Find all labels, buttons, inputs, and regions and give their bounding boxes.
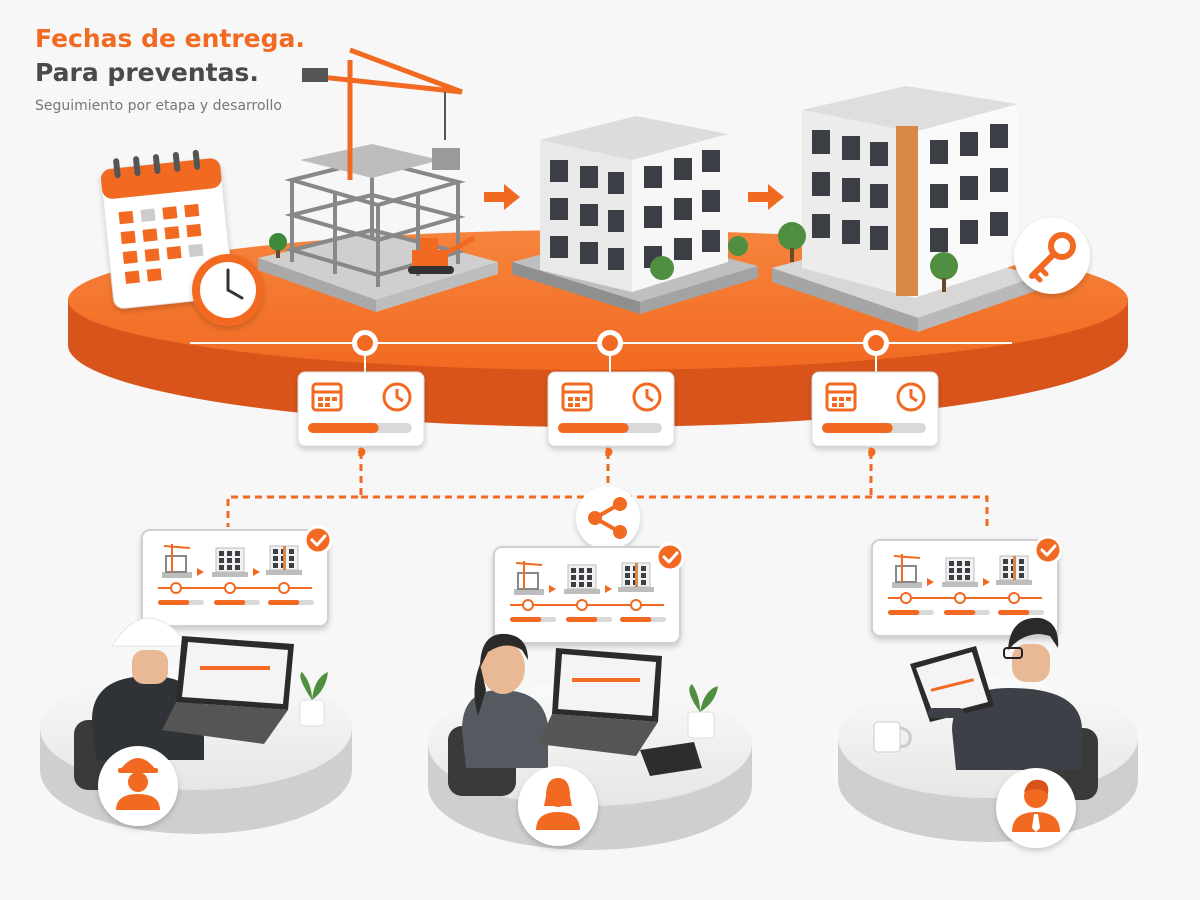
mini-delivered: [996, 555, 1032, 585]
timeline-node: [224, 582, 236, 594]
share-icon: [576, 486, 640, 550]
arrow-icon: [983, 578, 990, 586]
tracking-panel: [871, 535, 1063, 637]
timeline-node: [1008, 592, 1020, 604]
progress-fill: [214, 600, 246, 605]
progress-fill: [158, 600, 190, 605]
mini-construction: [514, 561, 544, 595]
timeline-node: [597, 330, 623, 356]
progress-fill: [888, 610, 920, 615]
woman-avatar-icon: [518, 766, 598, 846]
executive-workstation: [838, 617, 1138, 848]
stage-card: [811, 371, 939, 447]
timeline-node: [630, 599, 642, 611]
progress-fill: [558, 423, 629, 433]
mini-finished: [564, 564, 600, 594]
timeline-node: [900, 592, 912, 604]
progress-fill: [620, 617, 652, 622]
clock-icon: [192, 254, 264, 326]
timeline-node: [352, 330, 378, 356]
progress-fill: [822, 423, 893, 433]
check-icon: [655, 542, 685, 572]
connector-lines: [226, 447, 989, 531]
arrow-icon: [253, 568, 260, 576]
mini-finished: [212, 547, 248, 577]
progress-fill: [998, 610, 1030, 615]
progress-fill: [510, 617, 542, 622]
engineer-avatar-icon: [98, 746, 178, 826]
mini-finished: [942, 557, 978, 587]
progress-fill: [308, 423, 379, 433]
tracking-panel: [493, 542, 685, 644]
clock-icon: [632, 382, 662, 412]
arrow-icon: [484, 184, 520, 210]
timeline-node: [576, 599, 588, 611]
stage-card: [297, 371, 425, 447]
mini-construction: [162, 544, 192, 578]
calendar-icon: [825, 382, 857, 412]
arrow-icon: [927, 578, 934, 586]
progress-fill: [944, 610, 976, 615]
timeline-node: [278, 582, 290, 594]
mini-delivered: [266, 545, 302, 575]
tracking-panel: [141, 525, 333, 627]
title-line-2: Para preventas.: [35, 58, 259, 87]
calendar-icon: [561, 382, 593, 412]
engineer-workstation: [40, 617, 352, 834]
clock-icon: [896, 382, 926, 412]
arrow-icon: [605, 585, 612, 593]
arrow-icon: [197, 568, 204, 576]
timeline-node: [170, 582, 182, 594]
progress-fill: [268, 600, 300, 605]
arrow-icon: [748, 184, 784, 210]
mini-construction: [892, 554, 922, 588]
timeline-node: [863, 330, 889, 356]
saleswoman-workstation: [428, 633, 752, 850]
executive-avatar-icon: [996, 768, 1076, 848]
finished-building: [512, 116, 758, 314]
stage-card: [547, 371, 675, 447]
calendar-icon: [311, 382, 343, 412]
timeline-node: [522, 599, 534, 611]
check-icon: [303, 525, 333, 555]
clock-icon: [382, 382, 412, 412]
subtitle: Seguimiento por etapa y desarrollo: [35, 98, 282, 114]
mini-delivered: [618, 562, 654, 592]
check-icon: [1033, 535, 1063, 565]
key-icon: [1014, 218, 1090, 294]
timeline: [190, 330, 1012, 372]
progress-fill: [566, 617, 598, 622]
construction-building: [258, 47, 498, 312]
delivered-building: [772, 86, 1038, 332]
title-line-1: Fechas de entrega.: [35, 24, 305, 53]
timeline-node: [954, 592, 966, 604]
arrow-icon: [549, 585, 556, 593]
